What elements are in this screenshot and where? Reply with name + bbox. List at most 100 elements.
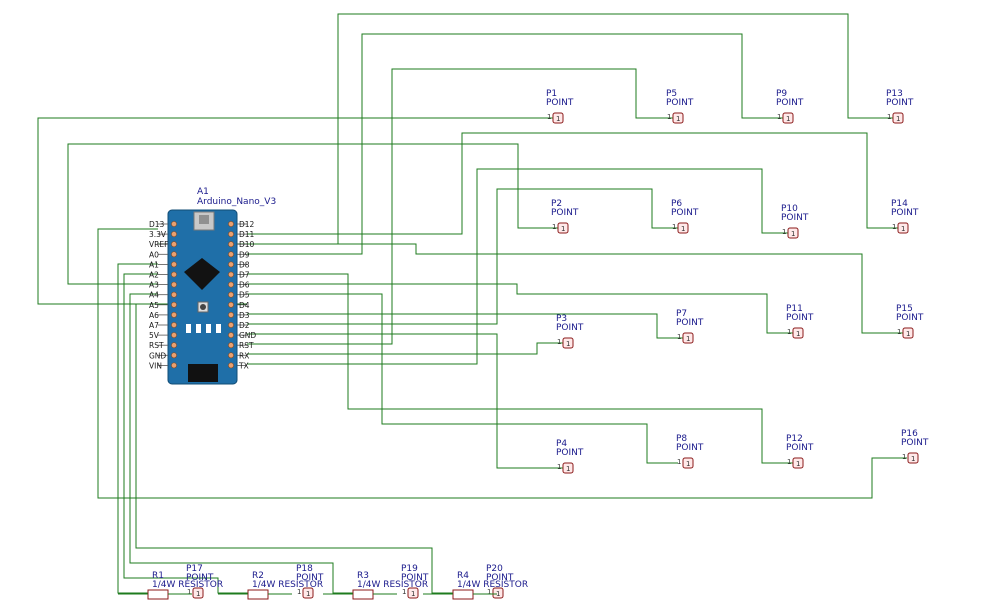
pin-pad-icon — [228, 332, 234, 338]
pin-label-right: RX — [239, 351, 249, 360]
point-ref: P20 — [486, 564, 503, 574]
point-ref: P9 — [776, 89, 787, 99]
point-pin-number: 1 — [782, 228, 786, 236]
arduino-nano-board[interactable]: A1 Arduino_Nano_V3 D133.3VVREFA0A1A2A3A4… — [149, 187, 276, 385]
pin-label-left: VIN — [149, 361, 162, 370]
point-pad-icon — [792, 327, 804, 339]
usb-port-icon — [199, 215, 209, 224]
point-pin-number: 1 — [787, 458, 791, 466]
pin-pad-icon — [228, 311, 234, 318]
point-ref: P7 — [676, 309, 687, 319]
reset-button-cap-icon — [200, 304, 206, 310]
point-label: POINT — [786, 443, 814, 453]
point-label: POINT — [401, 573, 429, 583]
point-pad-number: 1 — [796, 460, 800, 468]
wire — [247, 132, 898, 235]
board-pins — [158, 221, 247, 369]
point-pin-number: 1 — [547, 113, 551, 121]
wire — [247, 33, 783, 255]
pin-label-right: RST — [239, 341, 254, 350]
pin-label-left: A4 — [149, 291, 159, 300]
wire — [247, 342, 563, 355]
wire — [247, 333, 563, 469]
wire — [37, 117, 553, 305]
point-label: POINT — [676, 443, 704, 453]
pin-label-right: D5 — [239, 291, 250, 300]
point-label: POINT — [296, 573, 324, 583]
point-label: POINT — [776, 98, 804, 108]
resistor-value: 1/4W RESISTOR — [252, 580, 323, 590]
point-pin-number: 1 — [897, 328, 901, 336]
resistor-body-icon — [147, 589, 169, 600]
point-pad-icon — [302, 587, 314, 599]
point-pad-icon — [897, 222, 909, 234]
point-pad-number: 1 — [411, 590, 415, 598]
resistor-r2[interactable]: R21/4W RESISTOR — [218, 571, 323, 600]
point-pin-number: 1 — [677, 333, 681, 341]
wire — [129, 293, 353, 594]
point-ref: P11 — [786, 304, 803, 314]
point-pad-icon — [492, 587, 504, 599]
point-pin-number: 1 — [887, 113, 891, 121]
point-pin-number: 1 — [552, 223, 556, 231]
resistor-value: 1/4W RESISTOR — [357, 580, 428, 590]
point-label: POINT — [486, 573, 514, 583]
point-ref: P1 — [546, 89, 557, 99]
point-pad-icon — [192, 587, 204, 599]
point-pad-icon — [682, 457, 694, 469]
resistor-body-icon — [452, 589, 474, 600]
point-pad-icon — [562, 462, 574, 474]
pin-label-right: D3 — [239, 311, 250, 320]
point-pad-icon — [552, 112, 564, 124]
point-pad-number: 1 — [306, 590, 310, 598]
resistor-r4[interactable]: R41/4W RESISTOR — [423, 571, 528, 600]
point-pad-icon — [792, 457, 804, 469]
pin-pad-icon — [171, 342, 177, 349]
resistor-r3[interactable]: R31/4W RESISTOR — [323, 571, 428, 600]
led-icon — [186, 324, 191, 333]
point-ref: P8 — [676, 434, 687, 444]
pin-pad-icon — [171, 221, 177, 227]
point-pad-number: 1 — [906, 330, 910, 338]
resistor-value: 1/4W RESISTOR — [152, 580, 223, 590]
resistor-r1[interactable]: R11/4W RESISTOR — [118, 571, 223, 600]
point-pin-number: 1 — [672, 223, 676, 231]
point-pad-icon — [562, 337, 574, 349]
point-pad-number: 1 — [196, 590, 200, 598]
point-pad-icon — [407, 587, 419, 599]
board-pin-labels: D133.3VVREFA0A1A2A3A4A5A6A75VRSTGNDVIND1… — [149, 220, 256, 370]
point-pad-icon — [907, 452, 919, 464]
point-pad-icon — [682, 332, 694, 344]
pin-pad-icon — [228, 281, 234, 288]
point-label: POINT — [671, 208, 699, 218]
pin-label-left: 3.3V — [149, 230, 167, 239]
wire — [247, 68, 673, 345]
point-ref: P13 — [886, 89, 903, 99]
pin-pad-icon — [228, 301, 234, 308]
pin-pad-icon — [228, 322, 234, 328]
point-pad-number: 1 — [566, 465, 570, 473]
pin-pad-icon — [171, 301, 177, 308]
point-label: POINT — [886, 98, 914, 108]
